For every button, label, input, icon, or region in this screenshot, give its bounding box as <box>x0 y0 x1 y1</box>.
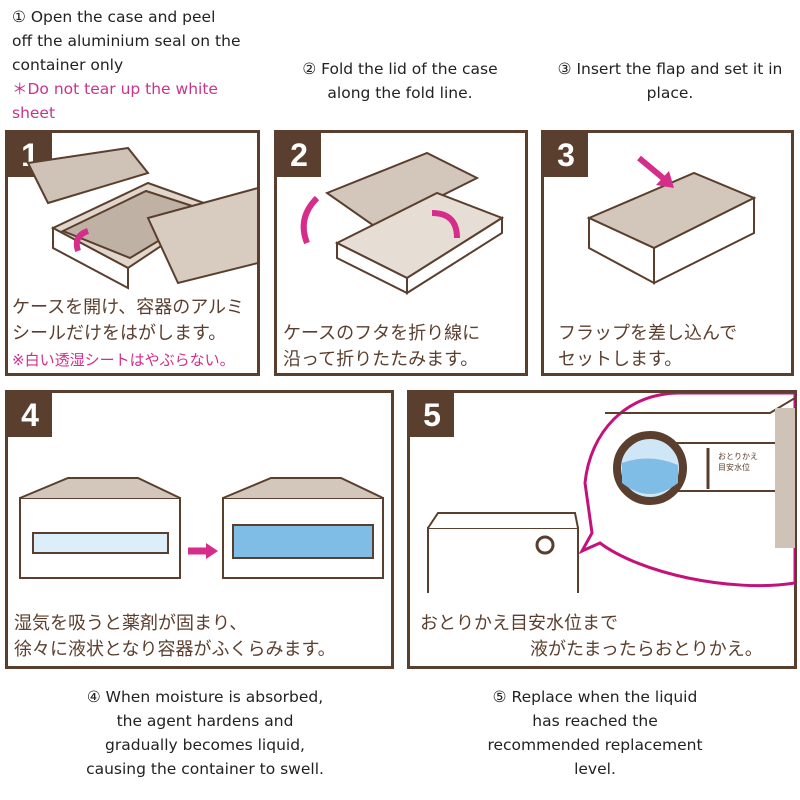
caption-note: sheet <box>12 104 56 122</box>
panel-text: セットします。 <box>558 349 683 370</box>
caption-line: has reached the <box>532 712 658 730</box>
caption-step5: ⑤ Replace when the liquid has reached th… <box>460 685 730 781</box>
illustration-insert-flap <box>586 155 757 285</box>
caption-line: level. <box>574 760 616 778</box>
caption-line: causing the container to swell. <box>86 760 324 778</box>
panel-text: 液がたまったらおとりかえ。 <box>530 639 763 660</box>
panel-step4: 4 湿気を吸うと薬剤が固まり、 徐々に液状となり容器がふくらみます。 <box>5 390 394 669</box>
panel-text: ケースのフタを折り線に <box>283 323 481 344</box>
panel-text: フラップを差し込んで <box>558 323 738 344</box>
label-line: おとりかえ <box>718 452 758 461</box>
caption-line: along the fold line. <box>327 84 473 102</box>
caption-line: off the aluminium seal on the <box>12 32 241 50</box>
step-number: 2 <box>277 133 321 177</box>
panel-step1: 1 ケースを開け、容器のアルミ シールだけをはがします。 ※白い透湿シートはやぶ… <box>5 130 260 376</box>
panel-note: ※白い透湿シートはやぶらない。 <box>12 351 235 369</box>
panel-text: おとりかえ目安水位まで <box>420 613 618 634</box>
caption-step2: ② Fold the lid of the case along the fol… <box>280 57 520 105</box>
panel-text: 沿って折りたたみます。 <box>283 349 479 370</box>
caption-line: recommended replacement <box>487 736 703 754</box>
caption-line: container only <box>12 56 124 74</box>
panel-step2: 2 ケースのフタを折り線に 沿って折りたたみます。 <box>274 130 528 376</box>
caption-line: place. <box>646 84 694 102</box>
panel-text: 湿気を吸うと薬剤が固まり、 <box>14 613 248 634</box>
caption-line: ① Open the case and peel <box>12 8 216 26</box>
illustration-open-case <box>26 146 258 290</box>
caption-line: gradually becomes liquid, <box>105 736 305 754</box>
caption-line: ④ When moisture is absorbed, <box>86 688 324 706</box>
step-number: 3 <box>544 133 588 177</box>
caption-line: ③ Insert the flap and set it in <box>557 60 783 78</box>
panel-step3: 3 フラップを差し込んで セットします。 <box>541 130 794 376</box>
caption-line: ⑤ Replace when the liquid <box>492 688 698 706</box>
illustration-fold-lid <box>300 151 505 295</box>
panel-text: シールだけをはがします。 <box>12 323 227 344</box>
illustration-container-swell <box>19 477 384 579</box>
step-number: 5 <box>410 393 454 437</box>
replacement-level-label: おとりかえ 目安水位 <box>718 451 758 473</box>
caption-step3: ③ Insert the flap and set it in place. <box>540 57 800 105</box>
label-line: 目安水位 <box>718 463 750 472</box>
caption-note: ＊Do not tear up the white <box>12 80 218 98</box>
caption-line: the agent hardens and <box>116 712 294 730</box>
panel-text: 徐々に液状となり容器がふくらみます。 <box>14 639 336 660</box>
caption-step1: ① Open the case and peel off the alumini… <box>12 5 240 125</box>
panel-text: ケースを開け、容器のアルミ <box>12 297 245 318</box>
illustration-replacement-level <box>427 393 795 593</box>
step-number: 4 <box>8 393 52 437</box>
panel-step5: 5 おとりかえ 目安水位 おとりかえ目安水位まで 液がたまったらおとりかえ。 <box>407 390 797 669</box>
caption-line: ② Fold the lid of the case <box>302 60 498 78</box>
caption-step4: ④ When moisture is absorbed, the agent h… <box>60 685 350 781</box>
